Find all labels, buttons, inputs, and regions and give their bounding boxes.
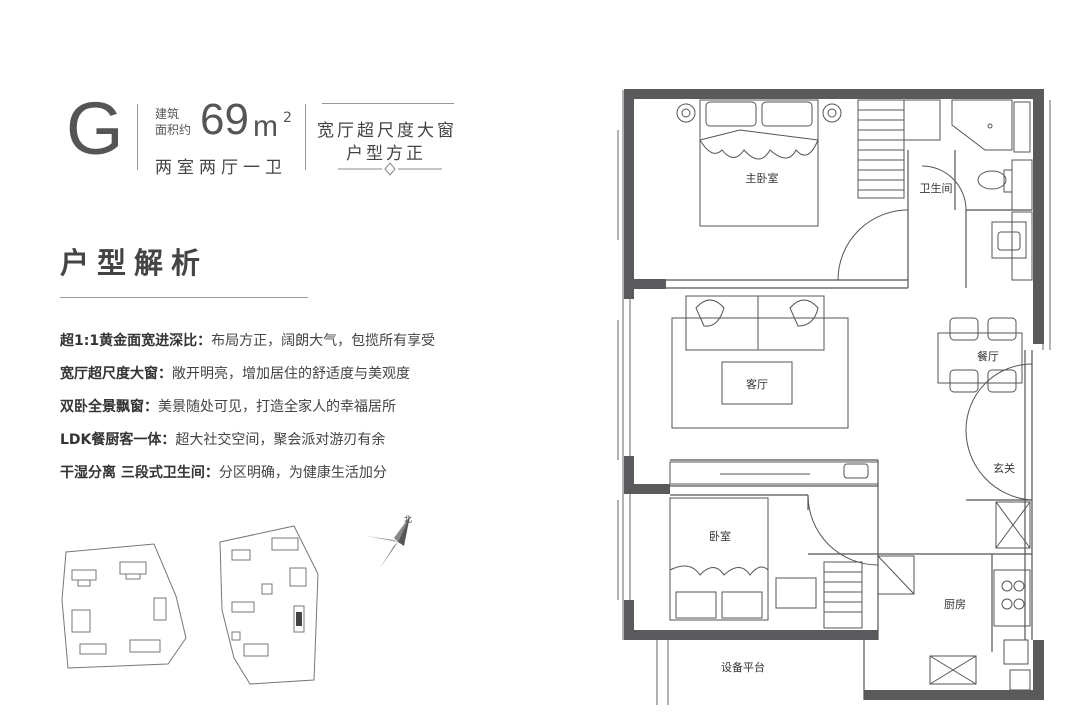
feature-item: 超1:1黄金面宽进深比：布局方正，阔朗大气，包揽所有享受 xyxy=(60,325,435,358)
feature-text: 分区明确，为健康生活加分 xyxy=(218,465,387,481)
slogan-line2: 户型方正 xyxy=(346,144,426,164)
feature-label: 干湿分离 三段式卫生间： xyxy=(60,465,219,481)
area-unit: m xyxy=(253,110,278,143)
slogan-line1: 宽厅超尺度大窗 xyxy=(317,121,457,141)
area-caption: 建筑 面积约 xyxy=(155,106,191,138)
label-dining-room: 餐厅 xyxy=(977,349,999,363)
header-divider xyxy=(137,104,138,170)
feature-item: 宽厅超尺度大窗：敞开明亮，增加居住的舒适度与美观度 xyxy=(60,358,435,391)
slogan-top-rule xyxy=(322,103,454,104)
area-caption-line1: 建筑 xyxy=(155,107,180,121)
section-title: 户型解析 xyxy=(60,246,209,280)
feature-text: 美景随处可见，打造全家人的幸福居所 xyxy=(158,399,396,415)
feature-text: 布局方正，阔朗大气，包揽所有享受 xyxy=(211,333,436,349)
compass-north-label: 北 xyxy=(404,515,412,524)
label-entrance: 玄关 xyxy=(993,461,1015,475)
feature-item: 干湿分离 三段式卫生间：分区明确，为健康生活加分 xyxy=(60,457,435,490)
label-bathroom: 卫生间 xyxy=(920,181,953,195)
area-caption-line2: 面积约 xyxy=(155,123,192,137)
feature-label: 双卧全景飘窗： xyxy=(60,399,158,415)
layout-summary: 两室两厅一卫 xyxy=(155,158,287,178)
section-rule xyxy=(60,297,308,298)
label-living-room: 客厅 xyxy=(746,377,768,391)
label-equipment-platform: 设备平台 xyxy=(721,660,765,674)
feature-text: 敞开明亮，增加居住的舒适度与美观度 xyxy=(172,366,410,382)
feature-item: LDK餐厨客一体：超大社交空间，聚会派对游刃有余 xyxy=(60,424,435,457)
label-bedroom: 卧室 xyxy=(709,529,731,543)
feature-list: 超1:1黄金面宽进深比：布局方正，阔朗大气，包揽所有享受 宽厅超尺度大窗：敞开明… xyxy=(60,325,435,490)
compass-icon: 北 xyxy=(366,515,418,568)
site-plan-right xyxy=(219,525,319,685)
feature-label: 超1:1黄金面宽进深比： xyxy=(60,333,212,349)
feature-item: 双卧全景飘窗：美景随处可见，打造全家人的幸福居所 xyxy=(60,391,435,424)
unit-type-letter: G xyxy=(66,87,124,170)
feature-text: 超大社交空间，聚会派对游刃有余 xyxy=(175,432,386,448)
site-plan-left xyxy=(61,543,187,669)
header-divider-2 xyxy=(305,104,306,170)
label-kitchen: 厨房 xyxy=(944,598,966,611)
label-master-bedroom: 主卧室 xyxy=(746,171,779,185)
area-value: 69 xyxy=(200,95,249,144)
feature-label: LDK餐厨客一体： xyxy=(60,432,176,448)
feature-label: 宽厅超尺度大窗： xyxy=(60,366,172,382)
slogan-ornament xyxy=(338,162,442,176)
floor-plan: 主卧室 卫生间 客厅 餐厅 玄关 卧室 厨房 设备平台 xyxy=(617,89,1051,705)
walls xyxy=(624,89,1044,700)
area-unit-superscript: 2 xyxy=(283,110,292,126)
